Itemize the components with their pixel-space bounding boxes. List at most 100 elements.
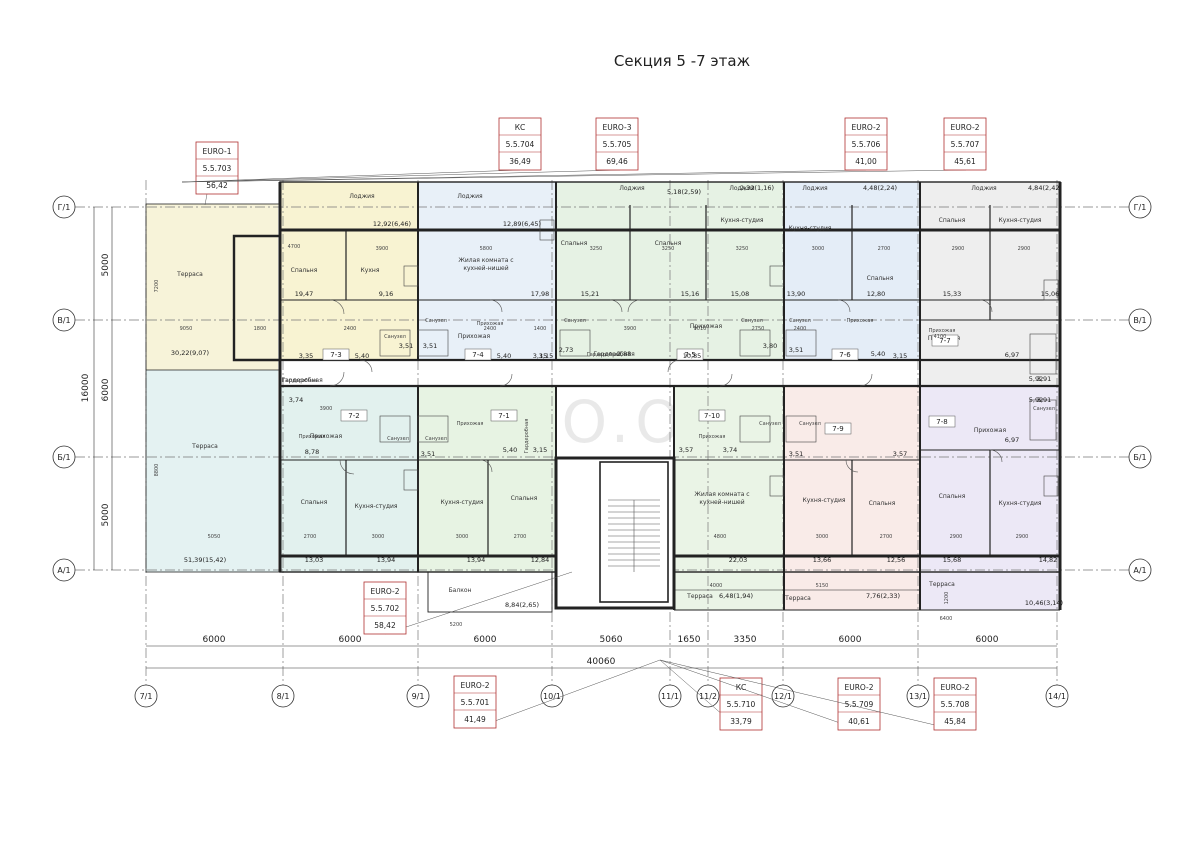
apt-tag-number: 5.5.706: [852, 140, 881, 149]
axis-label: 10/1: [543, 692, 561, 701]
apt-code: 7-10: [704, 412, 720, 420]
small-label: Прихожая: [699, 434, 726, 440]
room-area: 22,03: [729, 556, 748, 564]
room-area: 13,03: [305, 556, 324, 564]
tag-leader: [659, 659, 957, 731]
apt-tag-code: EURO-2: [940, 683, 969, 692]
axis-label: 12/1: [774, 692, 792, 701]
room-area: 30,22(9,07): [171, 349, 209, 357]
room-dim: 2700: [880, 534, 893, 540]
axis-labels-right: Г/1В/1Б/1А/1: [1128, 195, 1152, 582]
room-area: 6,97: [1005, 436, 1019, 444]
apt-tag-code: EURO-2: [370, 587, 399, 596]
apt-code: 7-4: [472, 351, 484, 359]
stair-steps: [608, 499, 660, 572]
room-dim: 1200: [944, 592, 950, 605]
axis-label: 11/1: [661, 692, 679, 701]
axis-label: Б/1: [1133, 453, 1146, 462]
room-label: Прихожая: [310, 433, 343, 440]
bay-dim: 6000: [839, 635, 862, 645]
room-dim: 3000: [456, 534, 469, 540]
room-label: Кухня-студия: [998, 500, 1041, 507]
small-area: 5,92: [1029, 375, 1043, 383]
apt-tag-number: 5.5.709: [845, 700, 874, 709]
small-label: Гардеробная: [587, 352, 621, 358]
left-part-dim: 5000: [101, 253, 111, 276]
small-area: 5,40: [355, 352, 369, 360]
apt-tag-area: 36,49: [509, 157, 531, 166]
room-label: Терраса: [191, 443, 218, 450]
small-area: 3,57: [893, 450, 907, 458]
small-area: 3,57: [679, 446, 693, 454]
axis-bubble: [1045, 684, 1069, 708]
small-area: 3,15: [533, 446, 547, 454]
room-label: Гардеробная: [593, 351, 635, 358]
room-dim: 9050: [180, 326, 193, 332]
room-area: 19,47: [295, 290, 314, 298]
apt-7-3-fill: [280, 182, 418, 360]
room-dim: 9010: [694, 326, 707, 332]
apt-7-4-fill: [418, 182, 556, 360]
small-area: 10,85: [683, 352, 702, 360]
room-dim: 3900: [624, 326, 637, 332]
bath-fixture: [559, 329, 591, 357]
axis-label: Г/1: [1134, 203, 1147, 212]
room-labels: Терраса30,22(9,07)Терраса51,39(15,42)Лод…: [171, 184, 1063, 609]
room-label: Кухня-студия: [788, 225, 831, 232]
bay-dim: 5060: [600, 635, 623, 645]
dimension-lines: [93, 207, 1057, 669]
axis-label: 8/1: [277, 692, 290, 701]
apt-code: 7-7: [939, 337, 950, 345]
axis-bubble: [1128, 445, 1152, 469]
small-label: Санузел: [425, 436, 447, 442]
tag-leader: [204, 193, 208, 206]
stairwell: [554, 456, 676, 610]
room-area: 15,68: [943, 556, 962, 564]
small-area: 3,51: [789, 346, 803, 354]
door-swing: [989, 449, 1003, 463]
apt-tag-number: 5.5.710: [727, 700, 756, 709]
axis-bubble: [658, 684, 682, 708]
apt-tag-box: [844, 117, 888, 171]
room-dim: 6400: [940, 616, 953, 622]
room-area: 13,94: [377, 556, 396, 564]
axis-bubble: [406, 684, 430, 708]
stair-shaft: [599, 461, 669, 603]
small-area: 3,51: [421, 450, 435, 458]
room-area: 12,92(6,46): [373, 220, 411, 228]
door-swing: [719, 373, 733, 387]
room-label: Спальня: [655, 240, 682, 247]
apt-tag-area: 45,61: [954, 157, 976, 166]
small-label: Прихожая: [477, 321, 504, 327]
kitchen-sink: [769, 265, 785, 287]
overall-dim: 40060: [587, 657, 616, 667]
small-label: Санузел: [799, 421, 821, 427]
apt-tag-code: EURO-1: [202, 147, 231, 156]
room-label: Терраса: [928, 581, 955, 588]
room-dim: 2700: [878, 246, 891, 252]
room-label: Кухня-студия: [354, 503, 397, 510]
bay-dim: 3350: [734, 635, 757, 645]
small-area: 3,51: [789, 450, 803, 458]
axis-bubble: [1128, 308, 1152, 332]
bath-fixture: [417, 415, 449, 443]
room-area: 13,94: [467, 556, 486, 564]
axis-bubble: [52, 195, 76, 219]
small-label: Гардеробная: [524, 419, 530, 453]
apt-tag-code: КС: [736, 683, 747, 692]
door-swing: [627, 299, 641, 313]
room-area: 12,80: [867, 290, 886, 298]
terrace-fill-top: [146, 204, 278, 370]
bath-fixture: [1029, 399, 1057, 441]
room-dim: 4100: [934, 334, 947, 340]
room-area: 14,82: [1039, 556, 1058, 564]
room-dim: 1800: [254, 326, 267, 332]
small-area: 3,35: [299, 352, 313, 360]
kitchen-sink: [539, 219, 555, 241]
axis-label: 13/1: [909, 692, 927, 701]
bath-fixture: [739, 415, 771, 443]
room-dim: 4000: [710, 583, 723, 589]
door-swing: [845, 459, 859, 473]
